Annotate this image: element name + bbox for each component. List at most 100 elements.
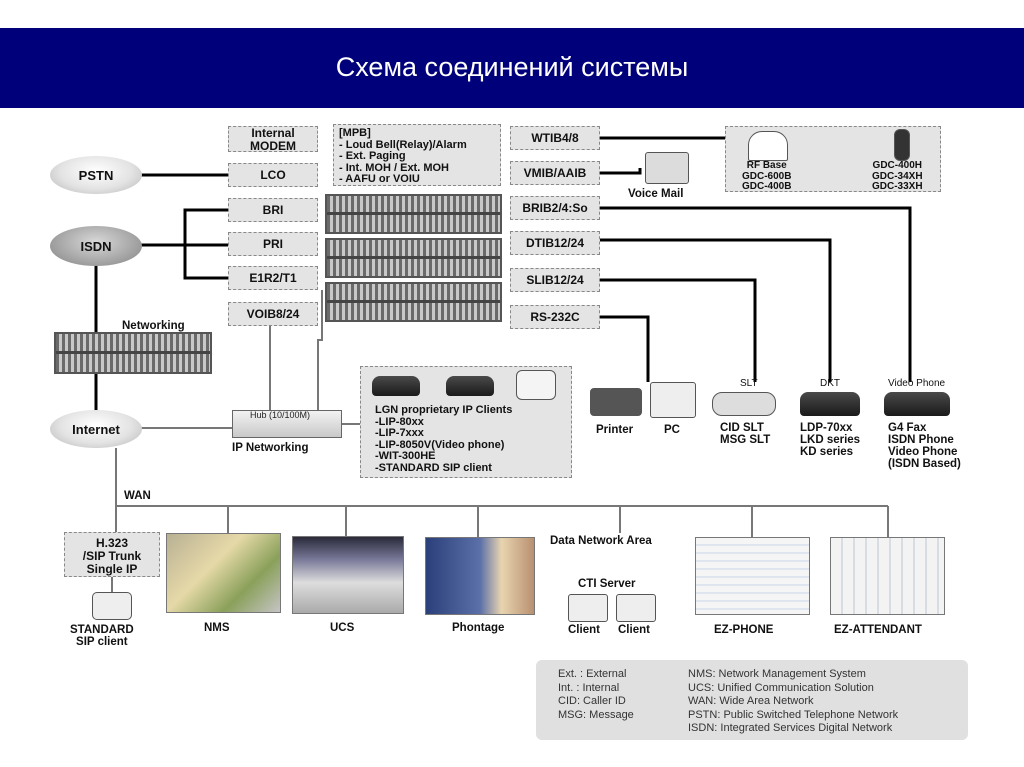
rf-left-0: RF Base [746, 160, 787, 171]
nms-screenshot [166, 533, 281, 613]
pc-icon [650, 382, 696, 418]
nms-label: NMS [204, 622, 230, 634]
e1r2-label: E1R2/T1 [249, 271, 297, 285]
ez-attendant-label: EZ-ATTENDANT [834, 624, 922, 636]
ip-networking-label: IP Networking [232, 442, 309, 454]
video-line-3: (ISDN Based) [888, 458, 961, 470]
standard-sip-line-1: SIP client [76, 636, 128, 648]
video-line-2: Video Phone [888, 446, 958, 458]
slib-label: SLIB12/24 [526, 273, 584, 287]
mpb-line-0: [MPB] [339, 127, 371, 139]
voib-box: VOIB8/24 [228, 302, 318, 326]
dtib-box: DTIB12/24 [510, 231, 600, 255]
printer-icon [590, 388, 642, 416]
rf-right-0: GDC-400H [872, 160, 923, 171]
ez-phone-label: EZ-PHONE [714, 624, 774, 636]
e1r2-box: E1R2/T1 [228, 266, 318, 290]
ip-clients-line-0: LGN proprietary IP Clients [375, 404, 513, 416]
bri-label: BRI [262, 203, 284, 217]
legend-right-0: NMS: Network Management System [688, 668, 866, 680]
isdn-label: ISDN [80, 238, 112, 254]
ip-phone-icon [372, 376, 420, 396]
rf-right-2: GDC-33XH [872, 181, 923, 192]
rf-left-1: GDC-600B [742, 170, 792, 182]
ip-clients-line-1: -LIP-80xx [375, 415, 424, 428]
client-label-2: Client [618, 624, 650, 636]
networking-rack [54, 332, 212, 374]
brib-box: BRIB2/4:So [510, 196, 600, 220]
internet-label: Internet [72, 421, 120, 437]
sip-trunk-line-2: Single IP [86, 562, 138, 576]
video-phone-device-icon [884, 392, 950, 416]
sip-trunk-line-1: /SIP Trunk [82, 549, 142, 563]
rs232-box: RS-232C [510, 305, 600, 329]
main-rack-1 [325, 194, 502, 234]
rf-base-icon [748, 131, 788, 161]
pstn-cloud: PSTN [50, 156, 142, 194]
dkt-line-1: LKD series [800, 434, 861, 446]
mpb-line-1: - Loud Bell(Relay)/Alarm [339, 138, 467, 151]
standard-sip-line-0: STANDARD [70, 624, 134, 636]
mpb-line-4: - AAFU or VOIU [339, 173, 420, 185]
video-line-1: ISDN Phone [888, 434, 954, 446]
client-pc-icon [568, 594, 608, 622]
legend-right-2: WAN: Wide Area Network [688, 695, 814, 707]
brib-label: BRIB2/4:So [522, 201, 588, 215]
dkt-phone-icon [800, 392, 860, 416]
phontage-label: Phontage [452, 622, 505, 634]
internal-modem-line1: Internal [251, 126, 295, 140]
video-phone-title: Video Phone [888, 378, 946, 389]
isdn-cloud: ISDN [50, 226, 142, 266]
legend-right-1: UCS: Unified Communication Solution [688, 681, 874, 694]
rs232-label: RS-232C [530, 310, 580, 324]
ip-clients-line-2: -LIP-7xxx [375, 427, 424, 439]
pc-label: PC [664, 424, 680, 436]
sip-trunk-line-0: H.323 [95, 536, 129, 550]
ez-attendant-screenshot [830, 537, 945, 615]
pstn-label: PSTN [78, 167, 114, 183]
slib-box: SLIB12/24 [510, 268, 600, 292]
slt-line-0: CID SLT [720, 422, 764, 434]
hub-caption: Hub (10/100M) [250, 410, 311, 420]
legend-right-3: PSTN: Public Switched Telephone Network [688, 708, 899, 721]
standard-sip-phone-icon [92, 592, 132, 620]
dkt-title: DKT [820, 378, 840, 389]
title-bar: Схема соединений системы [0, 28, 1024, 108]
slt-line-1: MSG SLT [720, 434, 771, 446]
handset-icon [894, 129, 910, 161]
wtib-box: WTIB4/8 [510, 126, 600, 150]
slt-title: SLT [740, 378, 758, 389]
ip-clients-line-5: -STANDARD SIP client [375, 461, 492, 474]
internal-modem-line2: MODEM [250, 139, 296, 153]
vmib-box: VMIB/AAIB [510, 161, 600, 185]
legend-left-1: Int. : Internal [558, 681, 620, 694]
legend-right-4: ISDN: Integrated Services Digital Networ… [688, 722, 893, 734]
legend-left-3: MSG: Message [558, 708, 634, 721]
sip-trunk-box: H.323 /SIP Trunk Single IP [64, 532, 160, 577]
voice-mail-computer-icon [645, 152, 689, 184]
ip-clients-line-3: -LIP-8050V(Video phone) [375, 438, 505, 451]
voice-mail-label: Voice Mail [628, 188, 684, 200]
rf-panel: RF Base GDC-600B GDC-400B GDC-400H GDC-3… [725, 126, 941, 192]
phontage-screenshot [425, 537, 535, 615]
networking-label: Networking [122, 320, 185, 332]
client-label-1: Client [568, 624, 600, 636]
wtib-label: WTIB4/8 [531, 131, 579, 145]
pri-label: PRI [262, 237, 283, 251]
ip-phone-icon [446, 376, 494, 396]
pri-box: PRI [228, 232, 318, 256]
lco-label: LCO [260, 168, 286, 182]
vmib-label: VMIB/AAIB [523, 166, 587, 180]
wan-label: WAN [124, 490, 151, 502]
ucs-screenshot [292, 536, 404, 614]
mpb-line-3: - Int. MOH / Ext. MOH [339, 161, 449, 174]
internet-cloud: Internet [50, 410, 142, 448]
voib-label: VOIB8/24 [246, 307, 300, 321]
video-line-0: G4 Fax [888, 422, 927, 434]
cti-server-label: CTI Server [578, 578, 636, 590]
page-title: Схема соединений системы [335, 52, 689, 82]
bri-box: BRI [228, 198, 318, 222]
dtib-label: DTIB12/24 [525, 236, 585, 250]
rf-right-1: GDC-34XH [872, 170, 923, 182]
